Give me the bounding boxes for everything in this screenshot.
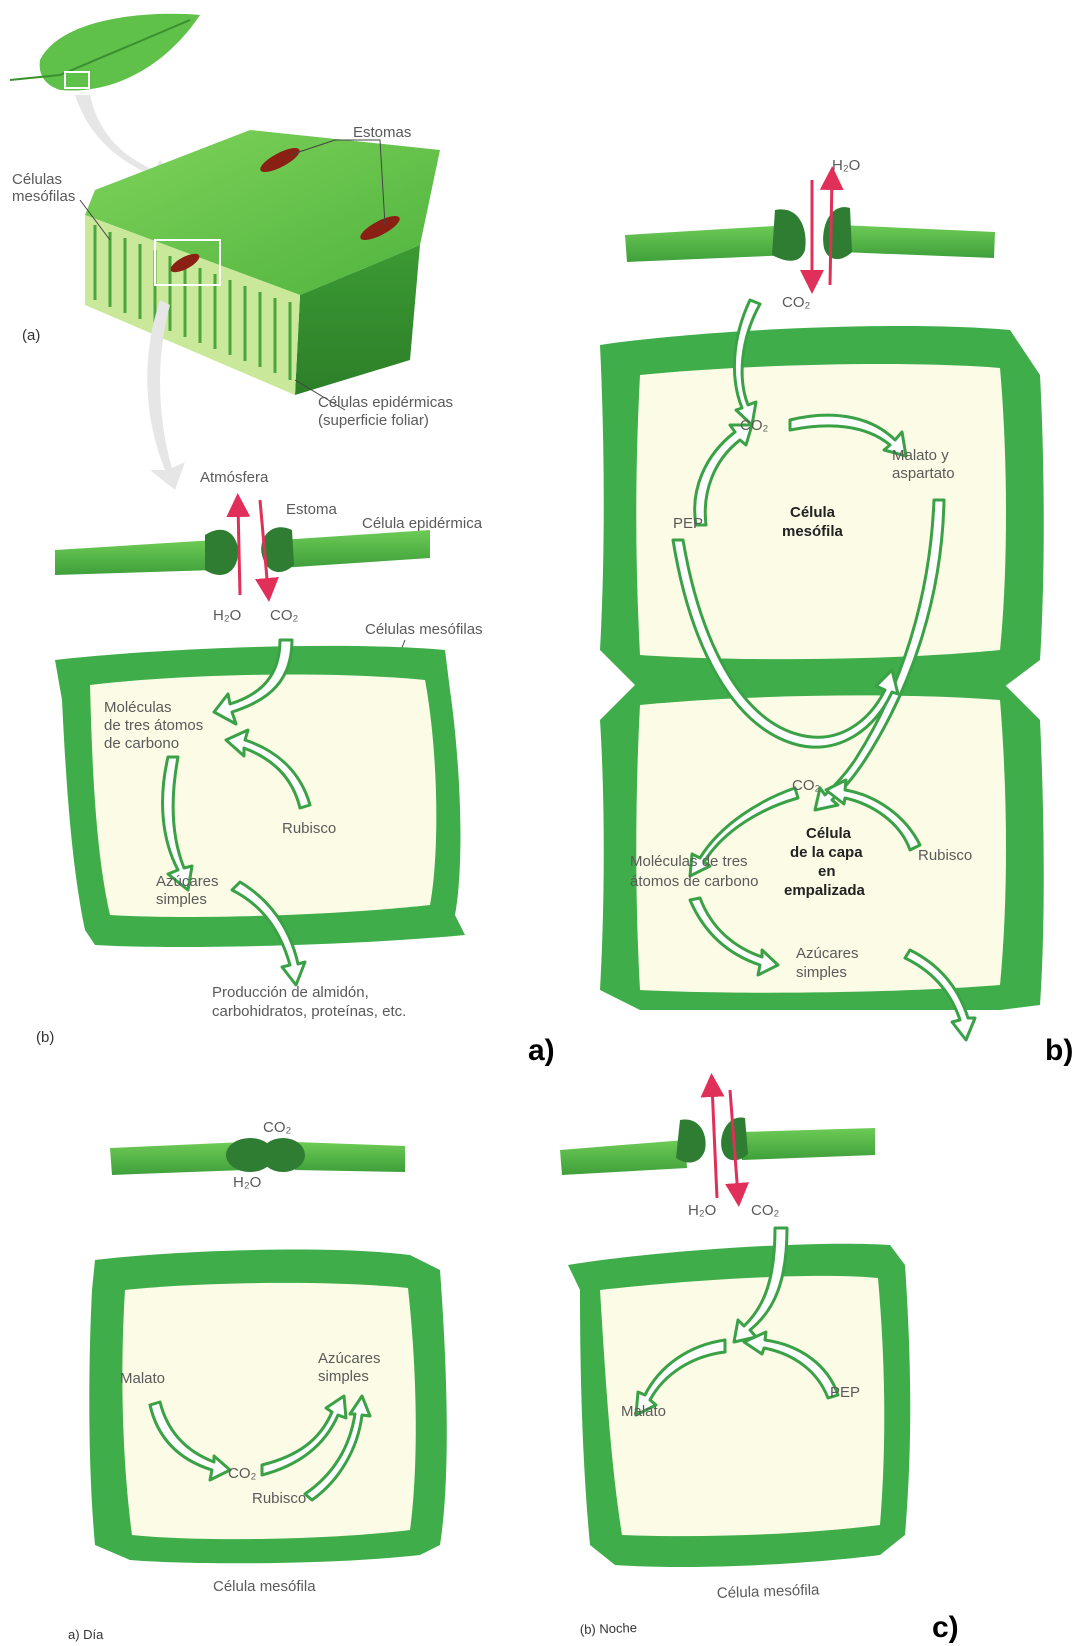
label-celulas-mesofilas-top-2: mesófilas xyxy=(12,188,75,205)
label-celula-mesofila-b-1: Célula xyxy=(790,504,836,521)
label-estoma: Estoma xyxy=(286,501,338,518)
label-pep-b: PEP xyxy=(673,515,703,532)
label-epidermicas-1: Células epidérmicas xyxy=(318,394,453,411)
label-cell-dia: Célula mesófila xyxy=(213,1578,316,1595)
label-rubisco-b: Rubisco xyxy=(918,847,972,864)
label-produccion-1: Producción de almidón, xyxy=(212,984,369,1001)
label-celula-mesofila-b-2: mesófila xyxy=(782,523,844,540)
panel-letter-a: a) xyxy=(528,1034,555,1067)
label-moleculas-b-1: Moléculas de tres xyxy=(630,853,748,870)
label-sub-a: (a) xyxy=(22,327,40,344)
label-capa-2: de la capa xyxy=(790,844,863,861)
guard-cell-right-b xyxy=(823,207,852,259)
epidermis-strip-c-day xyxy=(110,1138,405,1175)
label-sub-b: (b) xyxy=(36,1029,54,1046)
label-produccion-2: carbohidratos, proteínas, etc. xyxy=(212,1003,406,1020)
label-celulas-mesofilas-top-1: Células xyxy=(12,171,62,188)
label-malato-1: Malato y xyxy=(892,447,949,464)
label-azucares-b-1: Azúcares xyxy=(796,945,859,962)
label-azucares-a-1: Azúcares xyxy=(156,873,219,890)
leaf-icon xyxy=(10,14,200,91)
guard-cell-left-b xyxy=(772,209,806,260)
panel-b: H₂O CO₂ CO₂ Malato y aspartato PEP Célul… xyxy=(600,157,1073,1067)
label-malato-dia: Malato xyxy=(120,1370,165,1387)
label-epidermicas-2: (superficie foliar) xyxy=(318,412,429,429)
label-moleculas-b-2: átomos de carbono xyxy=(630,873,758,890)
label-pep-noche: PEP xyxy=(830,1384,860,1401)
label-azucares-dia-2: simples xyxy=(318,1368,369,1385)
label-atmosfera: Atmósfera xyxy=(200,469,269,486)
label-co2-b-low: CO₂ xyxy=(792,777,821,794)
guard-cell-left xyxy=(205,530,238,575)
label-azucares-dia-1: Azúcares xyxy=(318,1350,381,1367)
caption-noche: (b) Noche xyxy=(580,1620,638,1637)
label-co2-a: CO₂ xyxy=(270,607,299,624)
panel-a: Estomas Células mesófilas (a) Células ep… xyxy=(10,14,555,1067)
label-azucares-b-2: simples xyxy=(796,964,847,981)
label-malato-2: aspartato xyxy=(892,465,955,482)
h2o-out-arrow-b xyxy=(830,178,832,285)
label-capa-4: empalizada xyxy=(784,882,866,899)
label-moleculas-3: de carbono xyxy=(104,735,179,752)
label-moleculas-1: Moléculas xyxy=(104,699,172,716)
caption-dia: a) Día xyxy=(68,1627,104,1642)
panel-c-night: H₂O CO₂ Malato PEP Célula mesófila (b) N… xyxy=(560,1085,959,1644)
label-co2-b-top: CO₂ xyxy=(782,294,811,311)
label-h2o-a: H₂O xyxy=(213,607,241,624)
label-moleculas-2: de tres átomos xyxy=(104,717,203,734)
label-celulas-mesofilas-b: Células mesófilas xyxy=(365,621,483,638)
label-capa-3: en xyxy=(818,863,836,880)
epidermis-strip-c-night xyxy=(560,1118,875,1175)
label-h2o-noche: H₂O xyxy=(688,1202,716,1219)
label-cell-noche: Célula mesófila xyxy=(717,1581,821,1602)
label-co2-noche: CO₂ xyxy=(751,1202,780,1219)
epidermis-strip-a xyxy=(55,527,430,575)
panel-letter-c: c) xyxy=(932,1611,959,1644)
label-h2o-b: H₂O xyxy=(832,157,860,174)
label-co2-dia-inner: CO₂ xyxy=(228,1465,257,1482)
label-azucares-a-2: simples xyxy=(156,891,207,908)
label-capa-1: Célula xyxy=(806,825,852,842)
epidermis-strip-b xyxy=(625,207,995,262)
label-co2-b-mid: CO₂ xyxy=(740,417,769,434)
label-malato-noche: Malato xyxy=(621,1403,666,1420)
leaf-block xyxy=(85,130,440,395)
label-rubisco-a: Rubisco xyxy=(282,820,336,837)
label-co2-dia: CO₂ xyxy=(263,1119,292,1136)
panel-c-day: CO₂ H₂O Malato Azúcares simples CO₂ Rubi… xyxy=(68,1119,447,1642)
h2o-arrow-noche xyxy=(712,1085,717,1198)
label-estomas: Estomas xyxy=(353,124,411,141)
label-celula-epidermica: Célula epidérmica xyxy=(362,515,483,532)
panel-letter-b: b) xyxy=(1045,1034,1073,1067)
h2o-out-arrow xyxy=(238,505,240,595)
label-h2o-dia: H₂O xyxy=(233,1174,261,1191)
label-rubisco-dia: Rubisco xyxy=(252,1490,306,1507)
